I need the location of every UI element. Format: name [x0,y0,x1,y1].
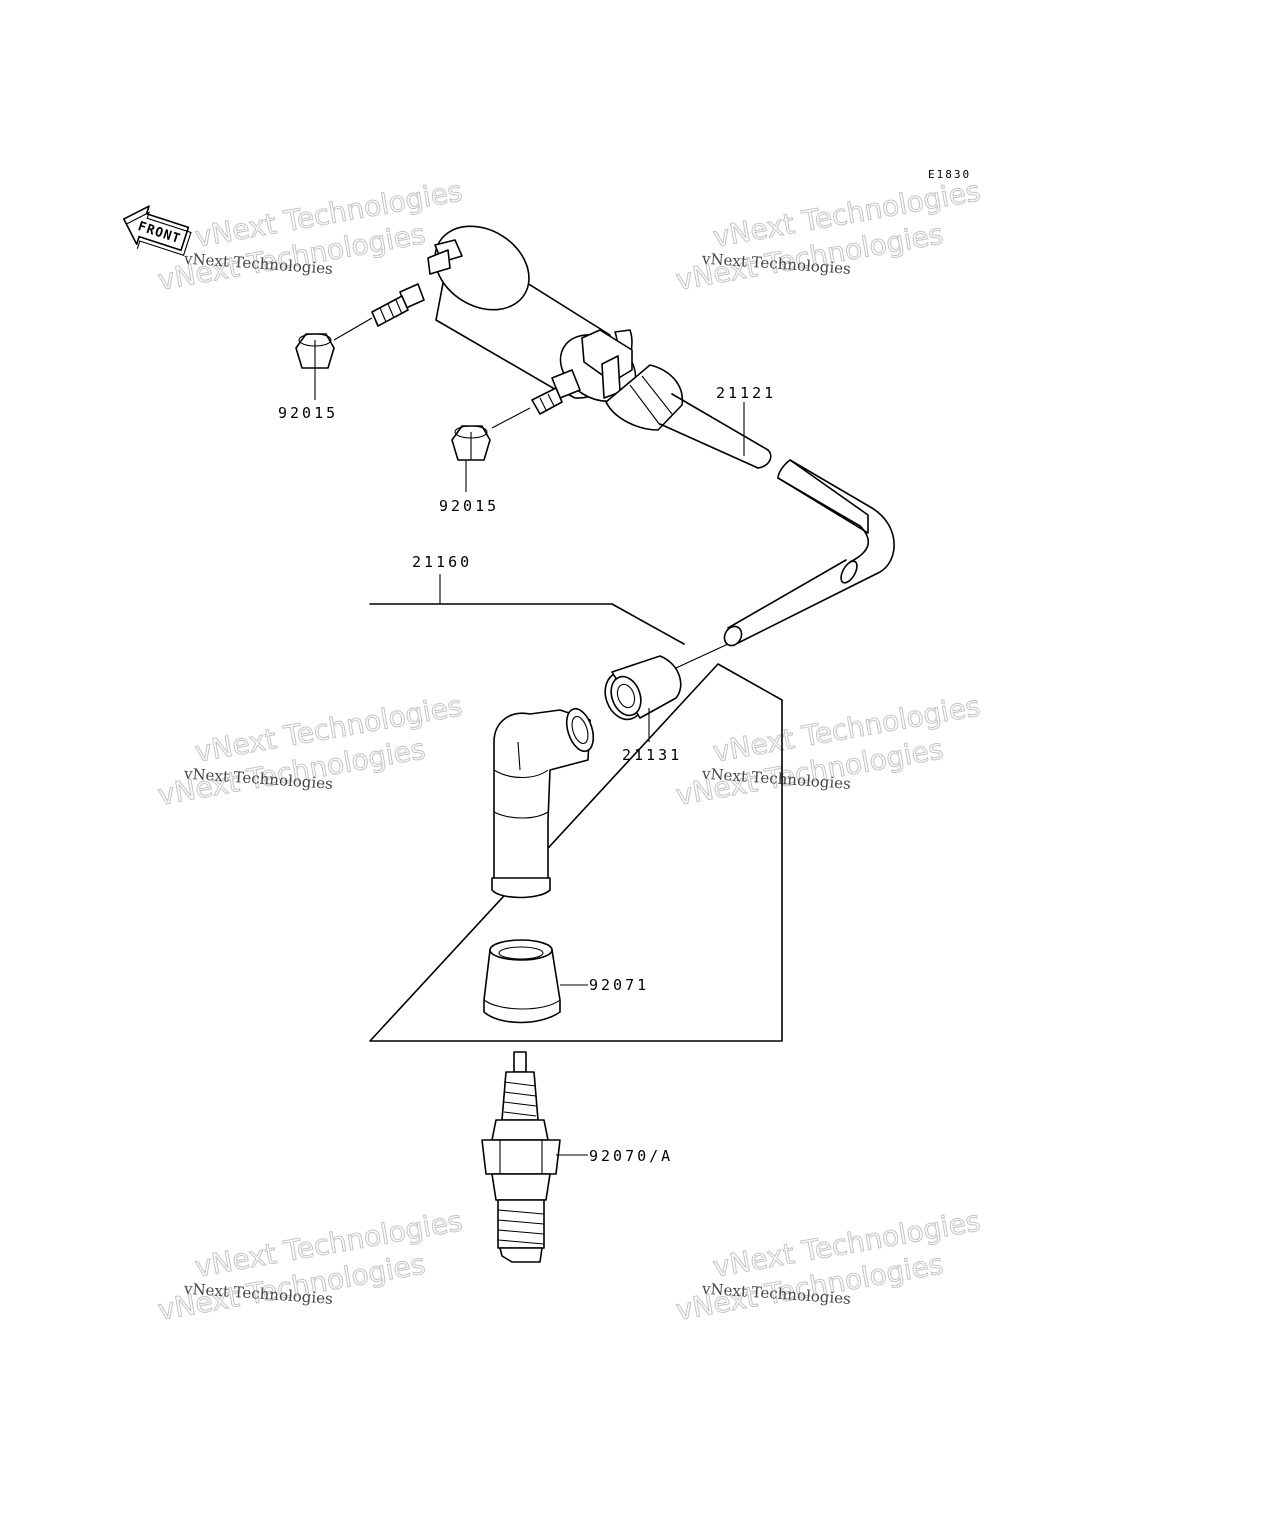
terminal [604,643,729,742]
callout-spark-plug: 92070/A [589,1147,673,1165]
ignition-coil [371,225,895,647]
watermark: vNext Technologies vNext Technologies vN… [155,1204,465,1328]
watermark: vNext Technologies vNext Technologies vN… [155,689,465,813]
spark-plug [481,1051,588,1263]
callout-coil: 21121 [716,384,776,402]
figure-code: E1830 [928,168,971,181]
front-arrow-icon: FRONT [123,205,192,256]
cap-assembly-frame [369,574,783,1042]
callout-cap-assembly: 21160 [412,553,472,571]
callout-nut-top: 92015 [278,404,338,422]
plug-cap [491,707,595,899]
callouts: 92015 92015 21121 21160 21131 92071 9207… [278,368,776,1165]
seal [483,939,588,1024]
callout-nut-bottom: 92015 [439,497,499,515]
nut-top [295,317,373,369]
watermark: vNext Technologies vNext Technologies vN… [673,174,983,298]
watermark: vNext Technologies vNext Technologies vN… [673,1204,983,1328]
nut-bottom [451,407,531,461]
watermark: vNext Technologies vNext Technologies vN… [155,174,465,298]
callout-terminal: 21131 [622,746,682,764]
callout-seal: 92071 [589,976,649,994]
watermark: vNext Technologies vNext Technologies vN… [673,689,983,813]
